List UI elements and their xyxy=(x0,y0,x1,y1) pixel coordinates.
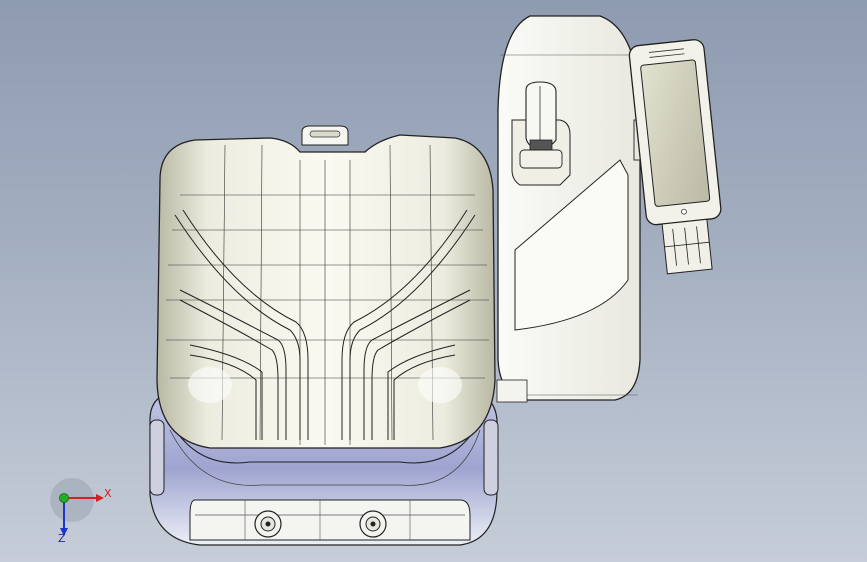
display-tablet xyxy=(628,39,722,275)
triad-x-axis xyxy=(64,494,104,502)
adjust-knob-right xyxy=(359,510,387,538)
triad-z-label: Z xyxy=(58,532,66,545)
triad-z-axis xyxy=(60,498,68,536)
coordinate-triad xyxy=(50,478,104,536)
triad-x-label: X xyxy=(104,487,112,500)
seat-back xyxy=(156,125,496,449)
adjust-knob-left xyxy=(254,510,282,538)
side-armrest-panel xyxy=(496,15,647,403)
triad-origin xyxy=(59,493,69,503)
